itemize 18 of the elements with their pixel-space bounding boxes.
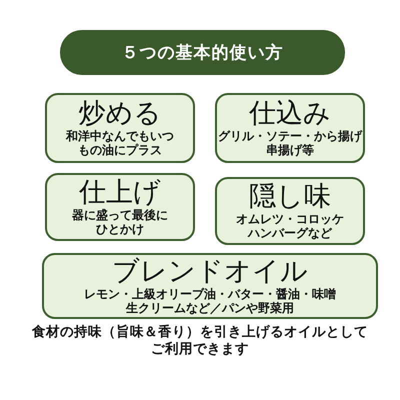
- heading-text: ブレンドオイル: [112, 257, 308, 287]
- usage-box: [215, 93, 365, 163]
- usage-box: [215, 177, 365, 245]
- description-text: グリル・ソテー・から揚げ串揚げ等: [218, 129, 362, 157]
- title-banner: [60, 30, 345, 75]
- description-text: 和洋中なんでもいつもの油にプラス: [66, 129, 174, 157]
- heading-text: 仕上げ: [79, 178, 161, 208]
- usage-box: [42, 253, 378, 319]
- description-text: 器に盛って最後にひとかけ: [72, 208, 168, 236]
- title-text: ５つの基本的使い方: [122, 42, 284, 64]
- heading-text: 炒める: [78, 99, 162, 129]
- heading-text: 隠し味: [249, 182, 331, 212]
- description-text: レモン・上級オリーブ油・バター・醤油・味噌生クリームなど／パンや野菜用: [82, 287, 337, 315]
- usage-box: [45, 93, 195, 163]
- description-text: オムレツ・コロッケハンバーグなど: [234, 212, 345, 240]
- heading-text: 仕込み: [249, 99, 331, 129]
- note-text: 食材の持味（旨味＆香り）を引き上げるオイルとしてご利用できます: [30, 324, 369, 358]
- usage-box: [45, 173, 195, 241]
